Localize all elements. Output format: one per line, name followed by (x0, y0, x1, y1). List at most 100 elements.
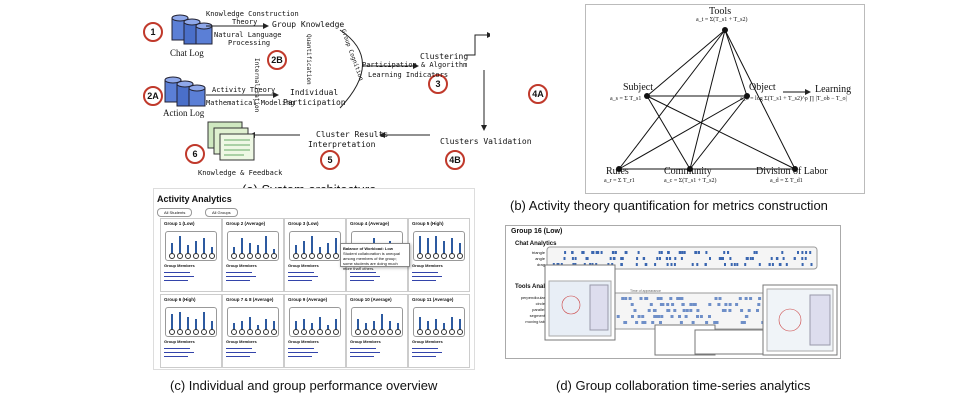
chat-event-tick (637, 251, 640, 254)
member-links[interactable] (226, 345, 256, 357)
group-card[interactable]: Group 5 (High)Group Members (408, 218, 470, 292)
member-bar[interactable] (295, 321, 297, 332)
member-bar[interactable] (389, 321, 391, 332)
member-bar[interactable] (373, 321, 375, 332)
member-bar[interactable] (233, 323, 235, 332)
chat-event-tick (645, 263, 648, 266)
chat-event-tick (656, 257, 659, 260)
member-bar[interactable] (203, 312, 205, 332)
member-bar[interactable] (365, 323, 367, 332)
member-bar[interactable] (187, 245, 189, 256)
member-bar[interactable] (241, 321, 243, 332)
member-bar[interactable] (335, 319, 337, 332)
member-bar[interactable] (179, 236, 181, 256)
group-card[interactable]: Group 11 (Average)Group Members (408, 294, 470, 368)
member-bar[interactable] (195, 241, 197, 256)
member-links[interactable] (164, 269, 194, 281)
member-bar[interactable] (443, 323, 445, 332)
member-links[interactable] (226, 269, 256, 281)
tool-event-tick (696, 315, 699, 318)
member-bar[interactable] (195, 319, 197, 332)
member-bar[interactable] (311, 236, 313, 256)
chat-event-tick (723, 251, 726, 254)
member-bar[interactable] (249, 317, 251, 332)
member-dot (239, 253, 245, 259)
member-bar[interactable] (257, 245, 259, 256)
group-card-title: Group 6 (High) (164, 297, 196, 302)
member-bar[interactable] (435, 319, 437, 332)
tool-event-tick (744, 297, 748, 300)
member-bar[interactable] (187, 317, 189, 332)
member-bar[interactable] (303, 241, 305, 256)
member-bar[interactable] (179, 312, 181, 332)
formula-tools: a_t = Σ(T_s1 + T_s2) (696, 17, 748, 23)
group-card[interactable]: Group 3 (Low)Group Members (284, 218, 346, 292)
member-bar[interactable] (203, 238, 205, 256)
group-members-label: Group Members (164, 339, 195, 344)
group-card[interactable]: Group 6 (High) Group Members (160, 294, 222, 368)
member-bar[interactable] (459, 243, 461, 256)
group-card[interactable]: Group 10 (Average)Group Members (346, 294, 408, 368)
tool-row-label: circle (535, 301, 545, 306)
member-bar[interactable] (435, 236, 437, 256)
member-links[interactable] (412, 345, 442, 357)
member-links[interactable] (412, 269, 442, 281)
member-bar[interactable] (443, 241, 445, 256)
member-bar[interactable] (427, 238, 429, 256)
member-bar[interactable] (265, 319, 267, 332)
member-bar[interactable] (295, 245, 297, 256)
member-bar[interactable] (419, 236, 421, 256)
groups-filter-chip[interactable]: All Groups (205, 208, 238, 217)
member-bar[interactable] (273, 321, 275, 332)
group-card-title: Group 7 & 8 (Average) (226, 297, 274, 302)
tool-row-label: moving tab (525, 319, 545, 324)
tooltip-text: Student collaboration is unequal among m… (343, 251, 400, 271)
member-bar[interactable] (265, 236, 267, 256)
member-bar[interactable] (357, 319, 359, 332)
group-card[interactable]: Group 1 (Low)Group Members (160, 218, 222, 292)
member-bar[interactable] (419, 317, 421, 332)
member-bar[interactable] (381, 314, 383, 332)
member-bar[interactable] (171, 314, 173, 332)
member-bar[interactable] (241, 238, 243, 256)
group-bar-chart (351, 307, 403, 337)
chat-event-tick (744, 263, 747, 266)
member-bar[interactable] (311, 323, 313, 332)
member-bar[interactable] (319, 247, 321, 256)
chat-event-tick (729, 257, 732, 260)
activity-theory-label: Activity Theory (212, 86, 276, 94)
member-bar[interactable] (273, 249, 275, 256)
member-bar[interactable] (335, 238, 337, 256)
member-bar[interactable] (171, 243, 173, 256)
member-links[interactable] (288, 345, 318, 357)
chat-event-tick (801, 251, 804, 254)
member-bar[interactable] (303, 319, 305, 332)
group-card[interactable]: Group 9 (Average)Group Members (284, 294, 346, 368)
member-bar[interactable] (211, 321, 213, 332)
chat-event-tick (592, 251, 595, 254)
member-bar[interactable] (451, 317, 453, 332)
member-bar[interactable] (327, 243, 329, 256)
member-bar[interactable] (459, 319, 461, 332)
member-links[interactable] (350, 345, 380, 357)
member-links[interactable] (164, 345, 194, 357)
group-card[interactable]: Group 2 (Average)Group Members (222, 218, 284, 292)
member-bar[interactable] (319, 317, 321, 332)
group-card[interactable]: Group 7 & 8 (Average)Group Members (222, 294, 284, 368)
chat-event-tick (691, 263, 694, 266)
member-links[interactable] (350, 269, 380, 281)
member-bar[interactable] (211, 247, 213, 256)
member-bar[interactable] (427, 321, 429, 332)
member-bar[interactable] (257, 325, 259, 332)
member-bar[interactable] (397, 323, 399, 332)
group-bar-chart (227, 307, 279, 337)
member-bar[interactable] (451, 238, 453, 256)
group-members-label: Group Members (412, 339, 443, 344)
group-bar-chart (227, 231, 279, 261)
member-bar[interactable] (233, 247, 235, 256)
member-links[interactable] (288, 269, 318, 281)
group-knowledge-label: Group Knowledge (272, 20, 345, 29)
students-filter-chip[interactable]: All Students (157, 208, 193, 217)
member-bar[interactable] (327, 325, 329, 332)
member-bar[interactable] (249, 243, 251, 256)
